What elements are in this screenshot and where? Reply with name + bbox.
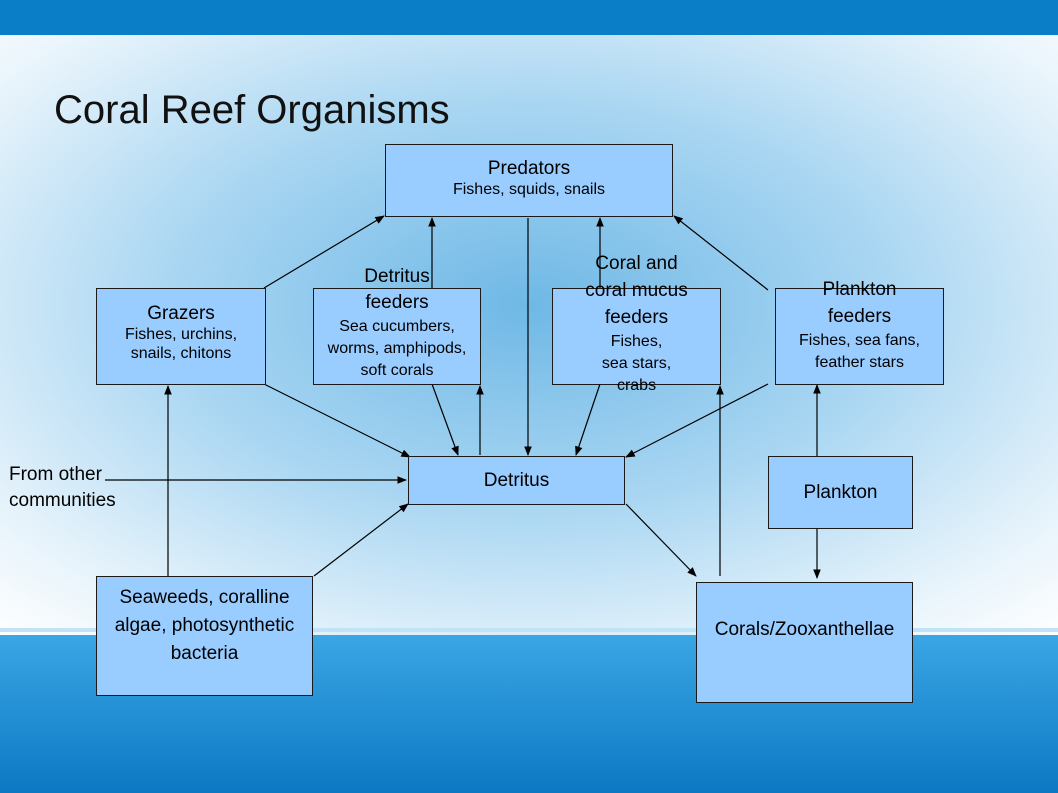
arrow-seaweeds-to-detritus xyxy=(313,503,409,577)
plankton-feeders-subtitle: Fishes, sea fans, feather stars xyxy=(799,332,920,371)
corals-box: Corals/Zooxanthellae xyxy=(696,582,913,703)
plankton-title: Plankton xyxy=(803,482,878,503)
detritus-title: Detritus xyxy=(483,470,550,491)
arrow-coral-feeders-to-detritus xyxy=(575,383,601,456)
plankton-feeders-title: Plankton feeders xyxy=(822,279,897,327)
coral-feeders-title: Coral and coral mucus feeders xyxy=(585,253,688,328)
arrow-grazers-to-predators xyxy=(263,215,385,289)
coral-feeders-box xyxy=(552,288,721,385)
detritus-feeders-title: Detritus feeders xyxy=(364,266,430,313)
predators-box: Predators Fishes, squids, snails xyxy=(385,144,673,217)
detritus-box: Detritus xyxy=(408,456,625,505)
plankton-feeders-box xyxy=(775,288,944,385)
coral-feeders-text: Coral and coral mucus feeders Fishes, se… xyxy=(552,250,721,397)
grazers-subtitle: Fishes, urchins, snails, chitons xyxy=(124,326,238,362)
slide-title: Coral Reef Organisms xyxy=(54,88,450,132)
coral-feeders-subtitle: Fishes, sea stars, crabs xyxy=(601,333,672,394)
arrow-grazers-to-detritus xyxy=(263,383,411,458)
predators-subtitle: Fishes, squids, snails xyxy=(452,181,606,198)
other-communities-label: From other communities xyxy=(9,464,116,511)
grazers-box: Grazers Fishes, urchins, snails, chitons xyxy=(96,288,266,385)
detritus-feeders-box xyxy=(313,288,481,385)
arrow-detritus-to-corals xyxy=(625,503,697,577)
predators-title: Predators xyxy=(487,158,571,179)
grazers-title: Grazers xyxy=(147,303,215,324)
corals-title: Corals/Zooxanthellae xyxy=(714,619,895,640)
arrow-detritus-feeders-to-detritus xyxy=(431,383,459,456)
arrow-plankton-feeders-to-detritus xyxy=(625,383,769,458)
seaweeds-title: Seaweeds, coralline algae, photosyntheti… xyxy=(114,587,295,664)
arrow-plankton-feeders-to-predators xyxy=(673,215,769,291)
plankton-feeders-text: Plankton feeders Fishes, sea fans, feath… xyxy=(775,276,944,374)
detritus-feeders-text: Detritus feeders Sea cucumbers, worms, a… xyxy=(313,264,481,382)
plankton-box: Plankton xyxy=(768,456,913,529)
seaweeds-box: Seaweeds, coralline algae, photosyntheti… xyxy=(96,576,313,696)
detritus-feeders-subtitle: Sea cucumbers, worms, amphipods, soft co… xyxy=(327,318,467,379)
